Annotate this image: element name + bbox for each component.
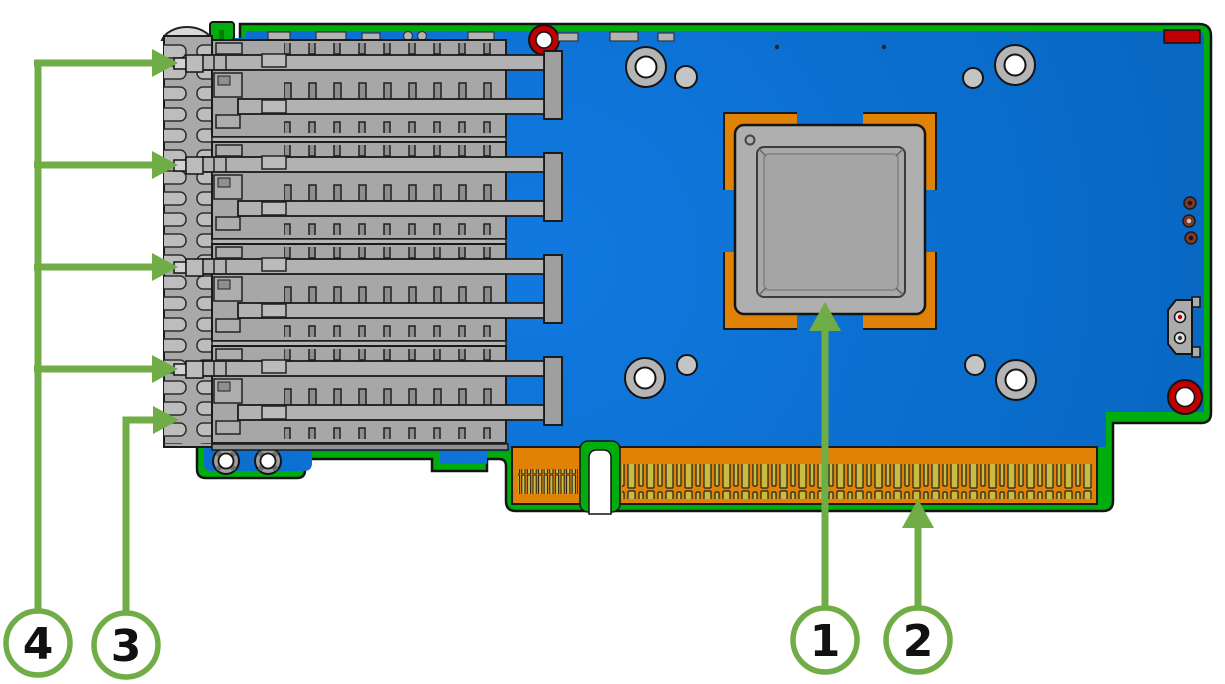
callout-4: 4 — [3, 608, 73, 678]
standoff-hole-bottom-left — [624, 357, 666, 399]
screw-boss-left — [212, 447, 240, 475]
arrowhead — [809, 302, 841, 331]
callout-1: 1 — [790, 605, 860, 675]
pcie-edge-connector — [511, 440, 1098, 515]
sfp-port-1 — [173, 54, 204, 73]
via-dot-2 — [881, 44, 887, 50]
asic-chip — [733, 123, 927, 316]
pad-bottom-right — [964, 354, 986, 376]
pull-tab — [209, 21, 235, 41]
arrowhead — [152, 355, 178, 383]
pad-top-right — [962, 67, 984, 89]
gold-fingers-power — [518, 469, 578, 494]
sfp-port-2 — [173, 156, 204, 175]
callout-1-leader — [809, 302, 841, 607]
arrowhead — [152, 151, 178, 179]
mounting-hole-top — [528, 24, 560, 56]
via-dot-1 — [774, 44, 780, 50]
gold-fingers-main — [622, 464, 1092, 499]
callout-leaders — [34, 49, 934, 614]
callout-3: 3 — [91, 610, 161, 680]
callout-2: 2 — [883, 605, 953, 675]
arrowhead — [153, 406, 179, 434]
callout-2-leader — [902, 499, 934, 607]
callout-3-label: 3 — [111, 621, 142, 672]
arrowhead — [152, 253, 178, 281]
arrowhead — [152, 49, 178, 77]
standoff-hole-top-left — [625, 46, 667, 88]
arrowhead — [902, 499, 934, 528]
callout-4-label: 4 — [23, 619, 54, 670]
pad-top-left — [674, 65, 698, 89]
sfp-port-3 — [173, 258, 204, 277]
pad-bottom-left — [676, 354, 698, 376]
callout-1-label: 1 — [810, 616, 841, 667]
standoff-hole-top-right — [994, 44, 1036, 86]
connector-key-notch — [579, 440, 621, 515]
pin1-indicator — [744, 134, 756, 146]
corner-mark — [1163, 29, 1201, 44]
asic-die — [756, 146, 906, 298]
callout-3-leader — [122, 406, 179, 614]
screw-boss-right — [254, 447, 282, 475]
sfp-bezel — [163, 35, 213, 448]
callout-2-label: 2 — [903, 616, 934, 667]
mounting-hole-bottom — [1167, 379, 1203, 415]
sfp-port-4 — [173, 360, 204, 379]
cage-feet — [211, 443, 509, 451]
power-connector — [1167, 296, 1201, 358]
test-points — [1182, 196, 1198, 245]
callout-4-leader — [34, 49, 178, 612]
standoff-hole-bottom-right — [995, 359, 1037, 401]
